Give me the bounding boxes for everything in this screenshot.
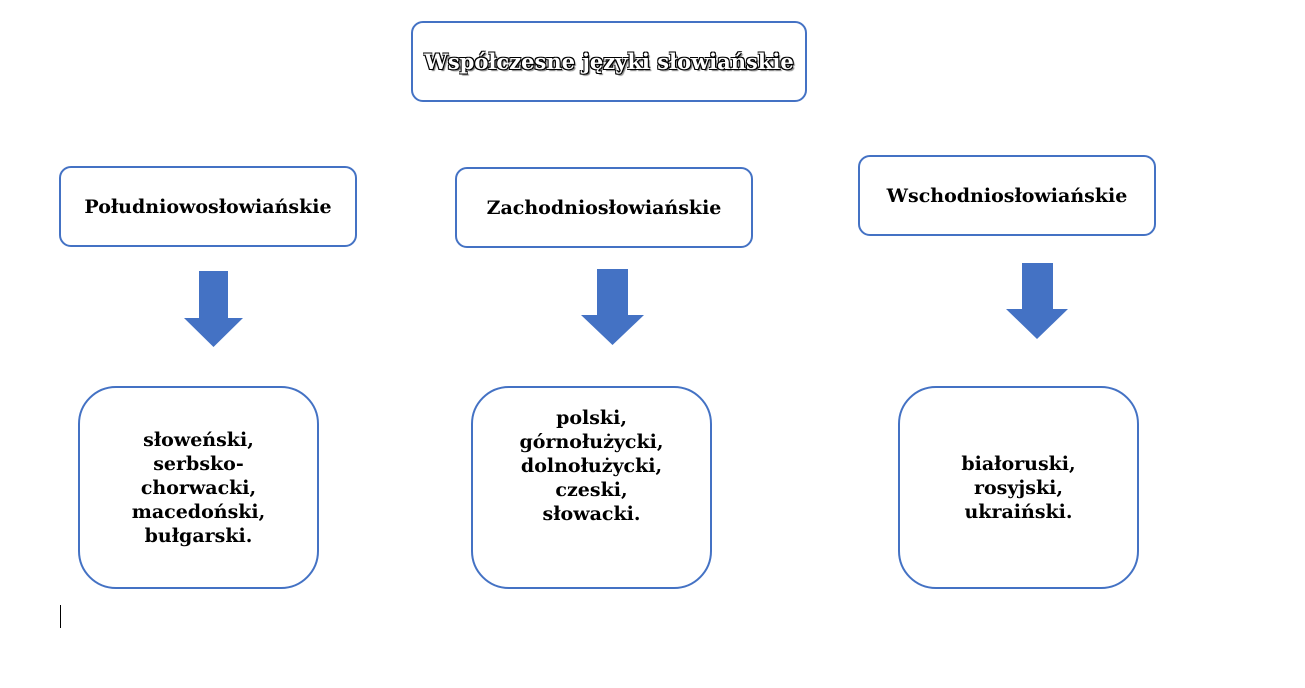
language-item: słowacki. bbox=[542, 503, 641, 525]
east-languages-box: białoruski, rosyjski, ukraiński. bbox=[898, 386, 1139, 589]
language-item: czeski, bbox=[555, 479, 628, 501]
text-cursor bbox=[60, 605, 61, 628]
language-item: rosyjski, bbox=[974, 476, 1063, 499]
south-languages-box: słoweński, serbsko- chorwacki, macedońsk… bbox=[78, 386, 319, 589]
language-item: macedoński, bbox=[131, 500, 266, 523]
group-east-header: Wschodniosłowiańskie bbox=[858, 155, 1156, 236]
diagram-title: Współczesne języki słowiańskie bbox=[411, 21, 807, 102]
language-item: ukraiński. bbox=[964, 500, 1073, 523]
language-item: polski, bbox=[556, 407, 627, 429]
language-item: serbsko- bbox=[153, 452, 244, 475]
language-item: dolnołużycki, bbox=[520, 455, 663, 477]
down-arrow-icon bbox=[1006, 263, 1068, 339]
down-arrow-icon bbox=[184, 271, 243, 347]
language-item: białoruski, bbox=[961, 452, 1076, 475]
group-west-header: Zachodniosłowiańskie bbox=[455, 167, 753, 248]
language-item: słoweński, bbox=[143, 428, 254, 451]
group-south-header: Południowosłowiańskie bbox=[59, 166, 357, 247]
language-item: bułgarski. bbox=[144, 524, 253, 547]
down-arrow-icon bbox=[581, 269, 644, 345]
language-item: górnołużycki, bbox=[519, 431, 664, 453]
west-languages-box: polski, górnołużycki, dolnołużycki, czes… bbox=[471, 386, 712, 589]
language-item: chorwacki, bbox=[140, 476, 257, 499]
